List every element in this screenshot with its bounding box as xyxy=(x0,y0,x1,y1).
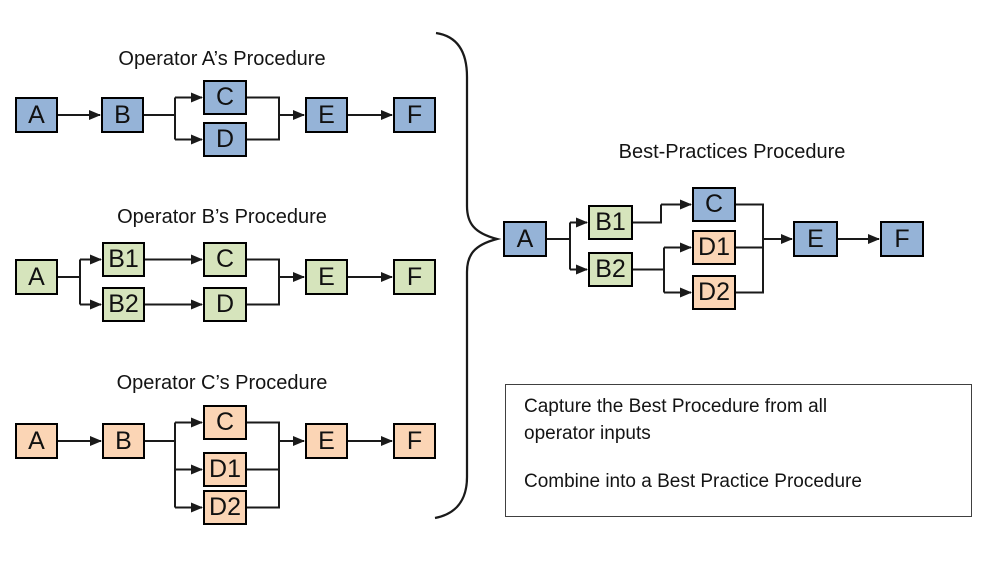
opA-node-D: D xyxy=(203,122,247,157)
opC-node-B: B xyxy=(102,423,145,459)
opA-node-E: E xyxy=(305,97,348,133)
bp-node-A: A xyxy=(503,221,547,257)
bp-node-E: E xyxy=(793,221,838,257)
operator-c-connectors xyxy=(58,417,393,513)
best-practices-title: Best-Practices Procedure xyxy=(618,141,846,163)
opC-node-D1: D1 xyxy=(203,452,247,487)
operator-c-title: Operator C’s Procedure xyxy=(116,372,328,394)
bp-node-F: F xyxy=(880,221,924,257)
note-line-2: Combine into a Best Practice Procedure xyxy=(524,470,862,492)
curly-brace xyxy=(434,31,502,520)
operator-a-title: Operator A’s Procedure xyxy=(118,48,326,70)
opB-node-C: C xyxy=(203,242,247,277)
opC-node-C: C xyxy=(203,405,247,440)
opC-node-F: F xyxy=(393,423,436,459)
note-line-1: Capture the Best Procedure from all oper… xyxy=(524,396,828,444)
best-practices-connectors xyxy=(547,199,880,298)
opC-node-E: E xyxy=(305,423,348,459)
opB-node-B1: B1 xyxy=(102,242,145,277)
bp-node-B2: B2 xyxy=(588,252,633,287)
opC-node-A: A xyxy=(15,423,58,459)
operator-a-connectors xyxy=(58,92,393,145)
opB-node-F: F xyxy=(393,259,436,295)
opB-node-B2: B2 xyxy=(102,287,145,322)
opB-node-E: E xyxy=(305,259,348,295)
opA-node-F: F xyxy=(393,97,436,133)
opB-node-A: A xyxy=(15,259,58,295)
bp-node-C: C xyxy=(692,187,736,222)
operator-b-title: Operator B’s Procedure xyxy=(117,206,327,228)
operator-b-connectors xyxy=(58,254,393,310)
opA-node-C: C xyxy=(203,80,247,115)
opC-node-D2: D2 xyxy=(203,490,247,525)
opA-node-B: B xyxy=(101,97,144,133)
opB-node-D: D xyxy=(203,287,247,322)
bp-node-D1: D1 xyxy=(692,230,736,265)
opA-node-A: A xyxy=(15,97,58,133)
bp-node-B1: B1 xyxy=(588,205,633,240)
bp-node-D2: D2 xyxy=(692,275,736,310)
note-box: Capture the Best Procedure from all oper… xyxy=(505,384,972,517)
